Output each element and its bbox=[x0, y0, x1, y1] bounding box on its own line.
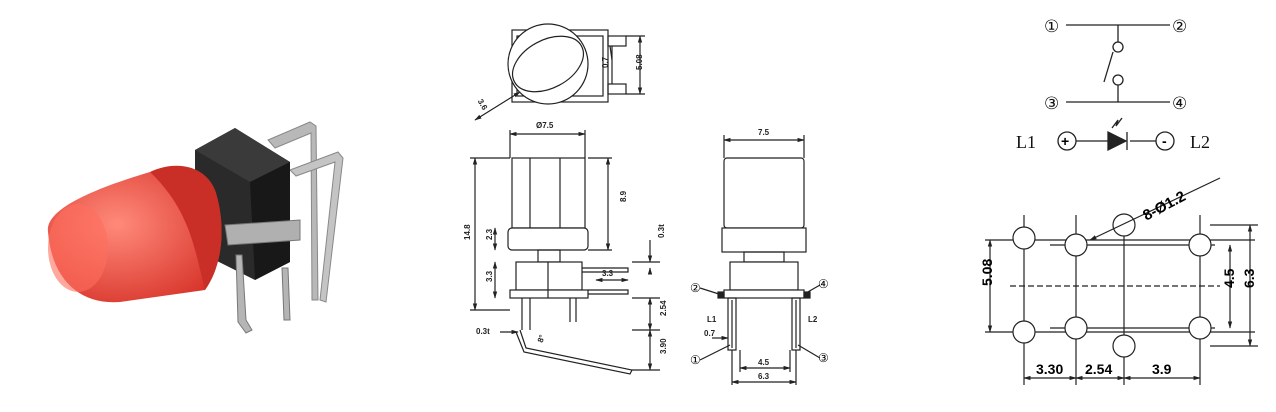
front-dim-pin-w: 0.7 bbox=[704, 329, 716, 338]
pin-front-left bbox=[235, 254, 253, 334]
pin-front-right bbox=[281, 267, 291, 321]
front-base bbox=[723, 289, 805, 299]
schematic-pin2: ② bbox=[1172, 17, 1187, 37]
front-dim-width: 7.5 bbox=[758, 128, 770, 137]
hole-7 bbox=[1112, 334, 1136, 358]
hole-4 bbox=[1188, 233, 1212, 257]
schematic-pin3: ③ bbox=[1044, 94, 1059, 114]
hole-8 bbox=[1188, 316, 1212, 340]
footprint-dim-height: 5.08 bbox=[979, 259, 995, 286]
front-cap bbox=[723, 157, 805, 229]
footprint bbox=[985, 177, 1258, 385]
red-cap-side bbox=[150, 165, 222, 290]
side-dim-diameter: Ø7.5 bbox=[536, 121, 554, 130]
top-view bbox=[474, 23, 645, 121]
schematic-minus: - bbox=[1162, 133, 1167, 149]
side-dim-offset: 3.3 bbox=[602, 269, 614, 278]
side-dim-pin2: 3.90 bbox=[659, 338, 668, 354]
hole-1 bbox=[1012, 226, 1036, 250]
side-dim-thick-top: 0.3t bbox=[657, 224, 666, 238]
switch-body-top bbox=[195, 128, 290, 182]
front-stem bbox=[743, 251, 785, 263]
hole-6 bbox=[1064, 316, 1088, 340]
front-dim-outer: 6.3 bbox=[758, 372, 770, 381]
led-diode bbox=[1107, 130, 1128, 152]
hole-3 bbox=[1112, 213, 1136, 237]
schematic-pin1: ① bbox=[1044, 17, 1059, 37]
bracket bbox=[224, 219, 301, 246]
schematic-pin4: ④ bbox=[1172, 94, 1187, 114]
top-pin-lower bbox=[607, 83, 627, 95]
front-pin3-label: ③ bbox=[818, 351, 829, 365]
side-dim-body: 3.3 bbox=[485, 270, 494, 282]
front-body bbox=[729, 261, 799, 291]
footprint-dim-x2: 2.54 bbox=[1085, 361, 1112, 377]
front-pin4-label: ④ bbox=[818, 277, 829, 291]
footprint-dim-outer: 6.3 bbox=[1241, 268, 1257, 288]
front-pin2-label: ② bbox=[690, 281, 701, 295]
side-dim-angle: 8° bbox=[536, 334, 547, 344]
product-photo bbox=[47, 121, 344, 334]
side-base bbox=[509, 289, 589, 299]
top-dim-width: 5.08 bbox=[635, 54, 644, 70]
switch-body-side bbox=[250, 162, 290, 280]
front-collar bbox=[721, 227, 807, 253]
front-pin-l2: L2 bbox=[808, 315, 818, 324]
top-dim-angle: 3.6 bbox=[476, 97, 490, 112]
schematic-led-l1: L1 bbox=[1016, 132, 1036, 152]
side-dim-height-total: 14.8 bbox=[463, 224, 472, 240]
side-dim-collar: 2.3 bbox=[485, 228, 494, 240]
front-dim-pitch: 4.5 bbox=[758, 358, 770, 367]
switch-contact-bottom bbox=[1112, 74, 1124, 86]
pin-rear bbox=[267, 121, 319, 301]
red-cap-face bbox=[48, 204, 108, 292]
side-collar bbox=[507, 227, 589, 251]
footprint-dim-x1: 3.30 bbox=[1036, 361, 1063, 377]
top-view-cap-ellipse bbox=[512, 35, 584, 93]
side-cap bbox=[511, 157, 586, 229]
front-view bbox=[699, 135, 821, 385]
top-view-cap-circle bbox=[507, 23, 589, 105]
led-light-icon bbox=[1111, 117, 1123, 129]
footprint-dim-x3: 3.9 bbox=[1152, 361, 1172, 377]
side-view bbox=[470, 130, 660, 375]
schematic-plus: + bbox=[1061, 133, 1069, 149]
switch-lever bbox=[1103, 51, 1114, 83]
front-pin1-label: ① bbox=[690, 353, 701, 367]
footprint-hole-label: 8-Ø1.2 bbox=[1140, 188, 1188, 225]
schematic-led-l2: L2 bbox=[1190, 132, 1210, 152]
front-pin-l1: L1 bbox=[707, 315, 717, 324]
top-pin-upper bbox=[607, 35, 627, 47]
side-stem bbox=[537, 249, 561, 263]
hole-2 bbox=[1064, 233, 1088, 257]
pin-right bbox=[289, 151, 344, 303]
side-dim-cap-height: 8.9 bbox=[619, 190, 628, 202]
side-dim-thick-bottom: 0.3t bbox=[476, 327, 490, 336]
hole-5 bbox=[1012, 320, 1036, 344]
switch-contact-top bbox=[1112, 41, 1124, 53]
side-dim-pin1: 2.54 bbox=[659, 300, 668, 316]
footprint-dim-inner: 4.5 bbox=[1221, 268, 1237, 288]
side-body bbox=[515, 261, 583, 291]
top-dim-pin-gap: 0.7 bbox=[601, 56, 610, 68]
schematic bbox=[1057, 24, 1175, 152]
